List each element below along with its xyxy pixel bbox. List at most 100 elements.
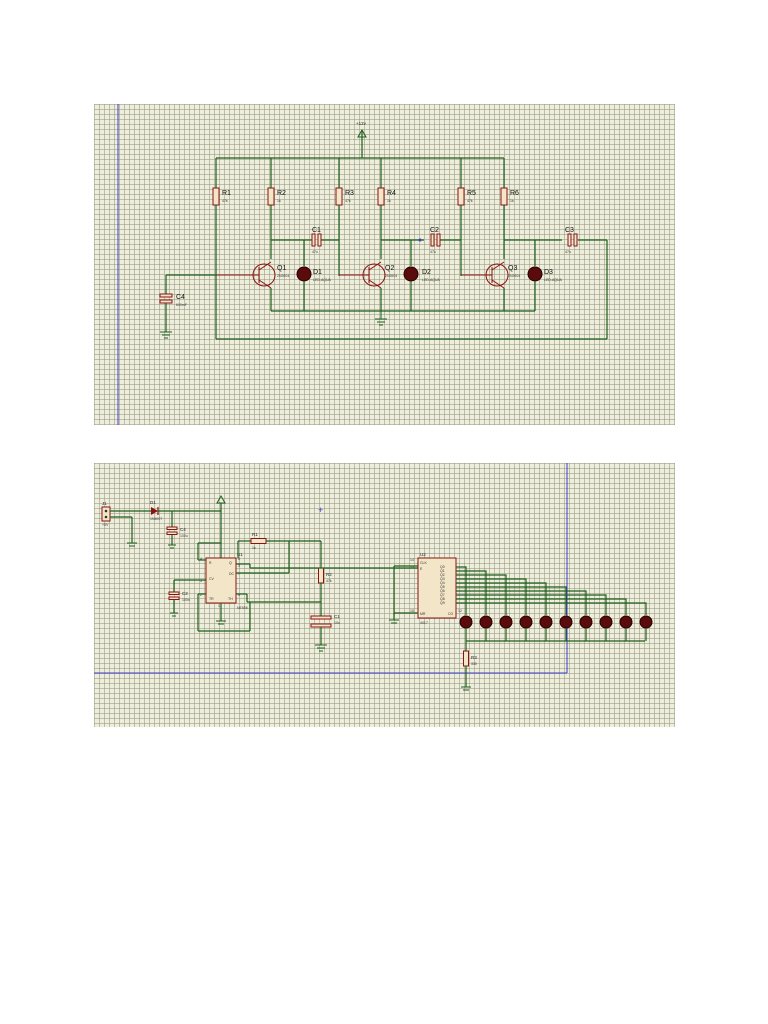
svg-text:47u: 47u bbox=[430, 250, 436, 254]
led-output[interactable] bbox=[499, 615, 513, 629]
capacitor-c1-bottom[interactable]: C1 10u bbox=[310, 614, 340, 628]
svg-text:2N3904: 2N3904 bbox=[385, 274, 397, 278]
svg-text:U1: U1 bbox=[237, 552, 243, 557]
c4-ground-symbol bbox=[160, 331, 172, 339]
capacitor-c2[interactable]: C2 47u bbox=[430, 227, 441, 254]
svg-text:4: 4 bbox=[200, 557, 202, 561]
svg-text:C1: C1 bbox=[312, 227, 321, 234]
svg-text:E: E bbox=[420, 567, 423, 571]
svg-text:6: 6 bbox=[238, 593, 240, 597]
svg-text:D3: D3 bbox=[544, 269, 553, 276]
u2-output-label: Q3 bbox=[440, 577, 445, 581]
j1-ground-symbol bbox=[127, 542, 137, 547]
led-bank bbox=[456, 566, 653, 641]
svg-text:D1: D1 bbox=[150, 500, 156, 505]
led-output[interactable] bbox=[639, 615, 653, 629]
led-output[interactable] bbox=[519, 615, 533, 629]
svg-text:CLK: CLK bbox=[420, 561, 427, 565]
resistor-r6[interactable]: R6 1k bbox=[500, 187, 519, 206]
led-output[interactable] bbox=[599, 615, 613, 629]
output-wire bbox=[456, 598, 627, 615]
resistor-r1[interactable]: R1 47k bbox=[212, 187, 231, 206]
capacitor-c4[interactable]: C4 600mF bbox=[159, 293, 187, 307]
svg-text:47k: 47k bbox=[467, 199, 473, 203]
svg-text:LED-AQUA: LED-AQUA bbox=[313, 278, 332, 282]
led-output[interactable] bbox=[459, 615, 473, 629]
svg-text:3: 3 bbox=[238, 564, 240, 568]
svg-text:C2: C2 bbox=[430, 227, 439, 234]
connector-j1[interactable]: J1 +5V bbox=[101, 501, 111, 527]
astable-multivibrator-schematic: +12v R1 47k R2 1k R3 47k R4 1k bbox=[117, 104, 608, 425]
svg-text:1k: 1k bbox=[387, 199, 391, 203]
svg-text:C1: C1 bbox=[334, 614, 340, 619]
transistor-q3[interactable]: Q3 2N3904 bbox=[461, 261, 520, 289]
svg-text:TR: TR bbox=[209, 597, 214, 601]
svg-text:100u: 100u bbox=[180, 534, 188, 538]
svg-text:DC: DC bbox=[229, 572, 235, 576]
transistor-q2[interactable]: Q2 2N3904 bbox=[339, 261, 397, 289]
capacitor-c2-bottom[interactable]: C2 100n bbox=[168, 591, 190, 602]
svg-text:R: R bbox=[209, 561, 212, 565]
svg-text:2N3904: 2N3904 bbox=[508, 274, 520, 278]
resistor-r1-bottom[interactable]: R1 1k bbox=[250, 532, 267, 550]
vcc-terminal[interactable] bbox=[216, 494, 226, 504]
svg-text:1k: 1k bbox=[277, 199, 281, 203]
u2-output-label: Q8 bbox=[440, 597, 445, 601]
capacitor-c3[interactable]: C3 47u bbox=[565, 227, 578, 254]
svg-text:NE555: NE555 bbox=[237, 606, 248, 610]
led-output[interactable] bbox=[539, 615, 553, 629]
resistor-r3-bottom[interactable]: R3 330 bbox=[463, 650, 478, 667]
resistor-r5[interactable]: R5 47k bbox=[457, 187, 476, 206]
led-output[interactable] bbox=[559, 615, 573, 629]
led-output[interactable] bbox=[579, 615, 593, 629]
led-d1[interactable]: D1 LED-AQUA bbox=[296, 266, 332, 282]
output-wire bbox=[456, 570, 487, 615]
svg-text:LED-AQUA: LED-AQUA bbox=[422, 278, 441, 282]
output-wire bbox=[456, 582, 547, 615]
svg-text:CO: CO bbox=[448, 612, 454, 616]
output-wire bbox=[456, 602, 647, 615]
svg-text:2N3904: 2N3904 bbox=[277, 274, 289, 278]
output-wire bbox=[456, 594, 607, 615]
svg-text:47k: 47k bbox=[326, 579, 332, 583]
led-d2[interactable]: D2 LED-AQUA bbox=[403, 266, 441, 282]
svg-text:C4: C4 bbox=[176, 294, 185, 301]
svg-text:2: 2 bbox=[200, 593, 202, 597]
capacitor-c1[interactable]: C1 47u bbox=[304, 227, 322, 254]
svg-text:1: 1 bbox=[218, 604, 220, 608]
svg-text:R3: R3 bbox=[345, 190, 354, 197]
supply-terminal[interactable]: +12v bbox=[356, 121, 367, 158]
origin-marker: + bbox=[318, 505, 323, 515]
svg-text:Q1: Q1 bbox=[277, 265, 286, 272]
resistor-r4[interactable]: R4 1k bbox=[377, 187, 396, 206]
led-d3[interactable]: D3 LED-AQUA bbox=[527, 266, 563, 282]
u2-output-label: Q5 bbox=[440, 585, 445, 589]
svg-text:47k: 47k bbox=[345, 199, 351, 203]
ground-symbol bbox=[375, 311, 387, 326]
svg-text:C4: C4 bbox=[180, 527, 186, 532]
led-output[interactable] bbox=[619, 615, 633, 629]
svg-text:47k: 47k bbox=[222, 199, 228, 203]
svg-text:7: 7 bbox=[238, 572, 240, 576]
svg-text:R2: R2 bbox=[277, 190, 286, 197]
svg-text:MR: MR bbox=[420, 612, 426, 616]
svg-text:15: 15 bbox=[410, 609, 414, 613]
capacitor-c4-bottom[interactable]: C4 100u bbox=[166, 526, 188, 538]
u2-output-label: Q7 bbox=[440, 593, 445, 597]
output-wire bbox=[456, 590, 587, 615]
svg-text:R1: R1 bbox=[222, 190, 231, 197]
svg-text:TH: TH bbox=[228, 597, 233, 601]
supply-label: +12v bbox=[356, 121, 367, 126]
led-output[interactable] bbox=[479, 615, 493, 629]
transistor-q1[interactable]: Q1 2N3904 bbox=[216, 261, 289, 289]
ic-u2-4017[interactable]: U2 4017 CLK E MR CO 14 13 15 12 Q0Q1Q2Q3… bbox=[410, 552, 462, 625]
resistor-r2[interactable]: R2 1k bbox=[267, 187, 286, 206]
svg-text:1k: 1k bbox=[510, 199, 514, 203]
resistor-r2-bottom[interactable]: R2 47k bbox=[318, 567, 333, 584]
bottom-schematic-panel: + J1 +5V D1 1N4007 bbox=[94, 463, 675, 727]
ic-u1-ne555[interactable]: U1 NE555 R Q DC CV TH TR 4 8 3 7 5 6 2 1 bbox=[200, 552, 248, 610]
svg-text:D2: D2 bbox=[422, 269, 431, 276]
svg-text:10u: 10u bbox=[334, 621, 340, 625]
resistor-r3[interactable]: R3 47k bbox=[335, 187, 354, 206]
led-chaser-schematic: + J1 +5V D1 1N4007 bbox=[94, 463, 653, 691]
